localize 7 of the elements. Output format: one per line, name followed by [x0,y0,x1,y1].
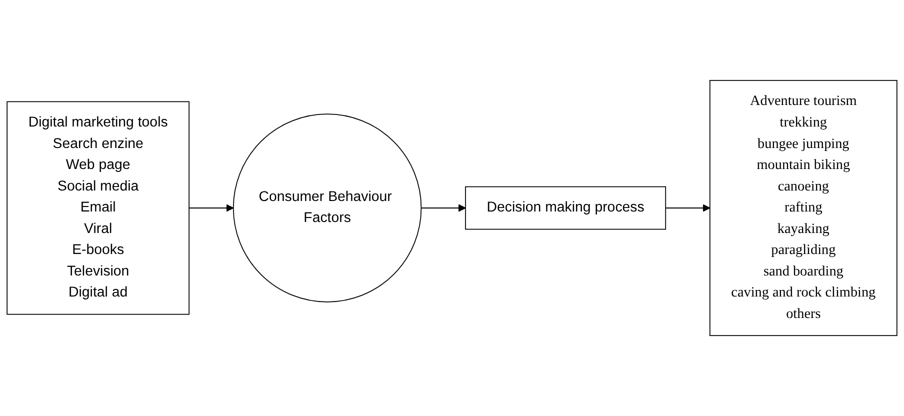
node-box: Digital marketing tools Search enzine Web page Social media Email Viral E-books Television Digital ad [6,101,190,315]
arrow [420,204,466,212]
arrow [188,204,234,212]
node-box: Adventure tourism trekking bungee jumping mountain biking canoeing rafting kayaking paragliding sand boarding caving and rock climbing others [709,80,898,336]
node-circle: Consumer Behaviour Factors [232,114,422,302]
node-box: Decision making process [465,186,666,230]
arrow [665,204,710,212]
